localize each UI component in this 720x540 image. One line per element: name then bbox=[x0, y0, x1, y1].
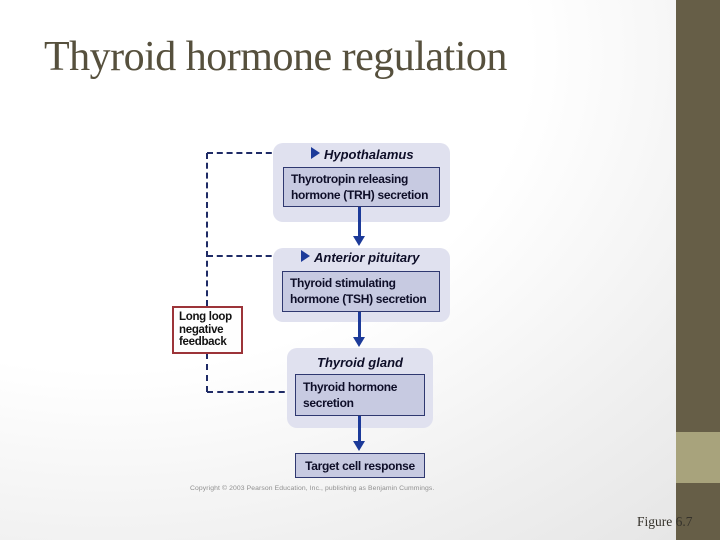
pointer-triangle-icon bbox=[311, 147, 320, 159]
down-arrow-icon-2 bbox=[353, 337, 365, 347]
thyroid-gland-label: Thyroid gland bbox=[317, 355, 403, 370]
target-cell-response-label: Target cell response bbox=[305, 458, 415, 473]
arrow-line-3 bbox=[358, 416, 361, 442]
feedback-line3: feedback bbox=[179, 336, 227, 348]
tsh-secretion-line1: Thyroid stimulating bbox=[290, 276, 396, 290]
thyroid-hormone-secretion-box: Thyroid hormone secretion bbox=[295, 374, 425, 416]
thyroid-hormone-line2: secretion bbox=[303, 396, 354, 410]
down-arrow-icon-1 bbox=[353, 236, 365, 246]
slide-title: Thyroid hormone regulation bbox=[44, 34, 507, 80]
feedback-line1: Long loop bbox=[179, 311, 232, 323]
arrow-line-1 bbox=[358, 207, 361, 237]
anterior-pituitary-label: Anterior pituitary bbox=[314, 250, 420, 265]
figure-caption: Figure 6.7 bbox=[637, 514, 693, 529]
feedback-dashed-line-vertical-top bbox=[206, 153, 208, 306]
accent-tab bbox=[676, 432, 720, 483]
tsh-secretion-box: Thyroid stimulating hormone (TSH) secret… bbox=[282, 271, 440, 312]
feedback-line2: negative bbox=[179, 323, 224, 336]
down-arrow-icon-3 bbox=[353, 441, 365, 451]
long-loop-feedback-box: Long loop negative feedback bbox=[172, 306, 243, 354]
trh-secretion-line1: Thyrotropin releasing bbox=[291, 172, 409, 186]
tsh-secretion-line2: hormone (TSH) secretion bbox=[290, 292, 427, 306]
feedback-dashed-line-from-thyroid bbox=[207, 391, 295, 393]
feedback-dashed-line-to-hypothalamus bbox=[207, 152, 311, 154]
trh-secretion-box: Thyrotropin releasing hormone (TRH) secr… bbox=[283, 167, 440, 207]
accent-bar bbox=[676, 0, 720, 540]
hypothalamus-label: Hypothalamus bbox=[324, 147, 414, 162]
feedback-dashed-line-to-pituitary bbox=[207, 255, 301, 257]
feedback-dashed-line-vertical-bottom bbox=[206, 353, 208, 392]
pointer-triangle-icon bbox=[301, 250, 310, 262]
trh-secretion-line2: hormone (TRH) secretion bbox=[291, 188, 429, 202]
target-cell-response-box: Target cell response bbox=[295, 453, 425, 478]
thyroid-hormone-line1: Thyroid hormone bbox=[303, 380, 398, 394]
arrow-line-2 bbox=[358, 312, 361, 338]
copyright-text: Copyright © 2003 Pearson Education, Inc.… bbox=[190, 485, 435, 492]
